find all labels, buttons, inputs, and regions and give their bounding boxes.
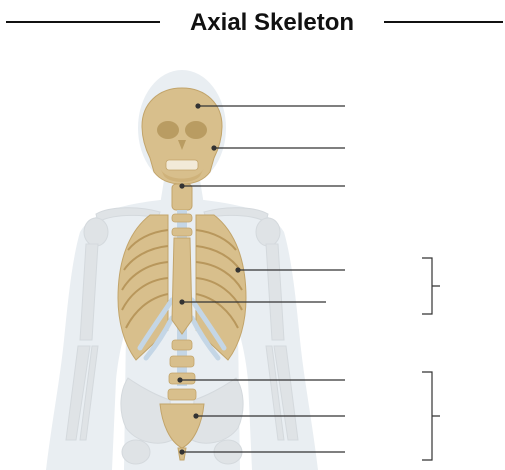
brackets <box>422 258 440 460</box>
skull <box>142 88 222 184</box>
diagram-title: Axial Skeleton <box>190 9 354 36</box>
bracket-vertebral-column <box>422 372 440 460</box>
title-group: Axial Skeleton <box>6 9 503 36</box>
sternum <box>172 238 192 334</box>
bracket-thoracic-cage <box>422 258 440 314</box>
